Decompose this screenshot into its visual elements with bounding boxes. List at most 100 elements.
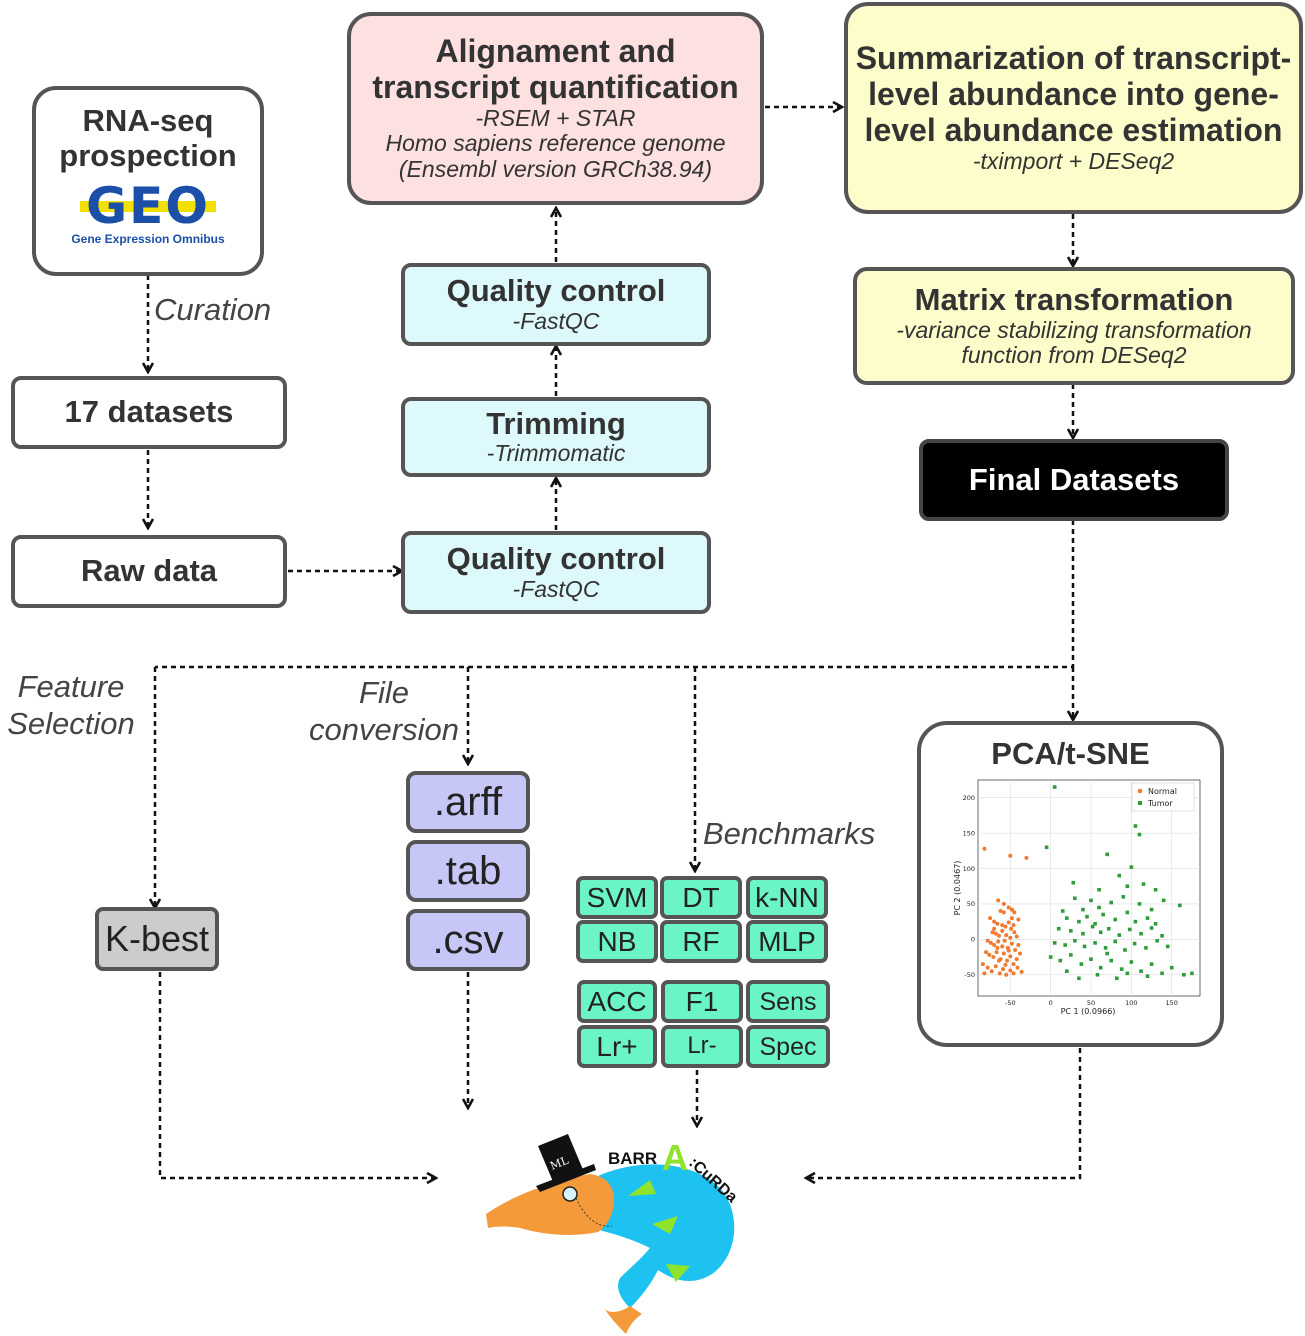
tumor-point [1137, 832, 1142, 837]
matrix-box: Matrix transformation -variance stabiliz… [853, 267, 1295, 385]
tumor-point [1105, 852, 1109, 857]
normal-point [1006, 948, 1011, 953]
tumor-point [1149, 962, 1154, 966]
normal-point [1011, 923, 1016, 928]
normal-point [1014, 934, 1019, 939]
metric-sens-label: Sens [759, 987, 817, 1016]
legend-normal-marker [1137, 788, 1143, 794]
arrow-kbest-logo [158, 972, 436, 1178]
normal-point [1009, 916, 1014, 921]
tumor-point [1123, 948, 1127, 952]
tumor-point [1097, 905, 1101, 910]
normal-point [993, 964, 998, 969]
tumor-point [1133, 824, 1138, 828]
tumor-point [1077, 976, 1081, 981]
metric-acc: ACC [577, 980, 657, 1023]
classifier-nb: NB [576, 920, 658, 963]
tumor-point [1141, 882, 1146, 886]
normal-point [992, 919, 997, 924]
x-tick-label: 0 [1049, 999, 1053, 1007]
format-tab: .tab [406, 840, 530, 902]
summarization-box: Summarization of transcript-level abunda… [844, 2, 1303, 214]
format-arff-label: .arff [433, 779, 503, 824]
datasets-box: 17 datasets [11, 376, 287, 449]
x-tick-label: 100 [1125, 999, 1137, 1007]
metric-f1: F1 [661, 980, 743, 1023]
normal-point [995, 945, 1000, 950]
normal-point [1006, 920, 1011, 925]
rnaseq-title: RNA-seq prospection [59, 103, 237, 173]
tumor-point [1190, 971, 1194, 976]
legend-normal-label: Normal [1148, 787, 1177, 796]
tumor-point [1097, 887, 1101, 892]
tumor-point [1109, 958, 1113, 963]
tumor-point [1113, 939, 1118, 944]
qc-bottom-sub: -FastQC [512, 575, 600, 602]
tumor-point [1121, 895, 1126, 899]
matrix-title: Matrix transformation [914, 281, 1234, 317]
classifier-svm-label: SVM [586, 881, 648, 913]
normal-point [1001, 967, 1006, 972]
normal-point [1005, 958, 1010, 963]
format-tab-label: .tab [434, 848, 502, 893]
tumor-point [1069, 929, 1073, 933]
tumor-point [1161, 898, 1166, 903]
tumor-point [1169, 965, 1174, 970]
tumor-point [1065, 969, 1069, 974]
top-hat-brim [536, 1164, 596, 1192]
fish-fin-mid [652, 1216, 678, 1234]
pca-title: PCA/t-SNE [991, 736, 1150, 771]
logo-name-part1: BARR [608, 1149, 657, 1168]
normal-point [995, 921, 1000, 926]
tumor-point [1056, 926, 1061, 931]
normal-point [982, 846, 987, 851]
tumor-point [1048, 955, 1053, 959]
summarization-title: Summarization of transcript-level abunda… [855, 40, 1292, 149]
tumor-point [1182, 972, 1186, 977]
tumor-point [1149, 926, 1154, 930]
tumor-point [1095, 972, 1100, 977]
tumor-point [1082, 944, 1087, 949]
trimming-sub: -Trimmomatic [486, 440, 626, 467]
normal-point [985, 938, 990, 943]
normal-point [1002, 938, 1007, 943]
y-tick-label: 50 [967, 900, 975, 908]
normal-point [1004, 972, 1009, 977]
tumor-point [1063, 943, 1067, 947]
tumor-point [1098, 930, 1103, 935]
tumor-point [1125, 884, 1130, 889]
tumor-point [1071, 880, 1076, 885]
pca-xlabel: PC 1 (0.0966) [1061, 1007, 1116, 1016]
normal-point [1009, 926, 1014, 931]
x-tick-label: 150 [1166, 999, 1178, 1007]
normal-point [1001, 910, 1006, 915]
metric-lrplus: Lr+ [577, 1025, 657, 1068]
normal-point [1008, 968, 1013, 973]
legend-tumor-label: Tumor [1147, 799, 1173, 808]
fish-monocle-chain [575, 1197, 613, 1227]
classifier-knn: k-NN [746, 876, 828, 919]
normal-point [988, 940, 993, 945]
tumor-point [1060, 909, 1065, 913]
metric-f1-label: F1 [685, 985, 719, 1017]
normal-point [1003, 924, 1008, 929]
classifier-svm: SVM [576, 876, 658, 919]
final-datasets-label: Final Datasets [968, 461, 1180, 497]
normal-point [1008, 853, 1013, 858]
final-datasets-box: Final Datasets [919, 439, 1229, 521]
normal-point [998, 909, 1003, 914]
y-tick-label: 200 [963, 794, 975, 802]
normal-point [1009, 907, 1014, 912]
format-csv-label: .csv [432, 917, 504, 962]
metric-lrminus: Lr- [661, 1025, 743, 1068]
tumor-point [1065, 916, 1069, 920]
metric-sens: Sens [746, 980, 830, 1023]
normal-point [1008, 954, 1013, 959]
legend-tumor-marker [1138, 801, 1142, 805]
datasets-label: 17 datasets [64, 394, 234, 430]
fish-monocle [562, 1186, 578, 1202]
summarization-sub: -tximport + DESeq2 [972, 147, 1175, 174]
normal-point [1000, 923, 1005, 928]
tumor-point [1125, 971, 1130, 976]
